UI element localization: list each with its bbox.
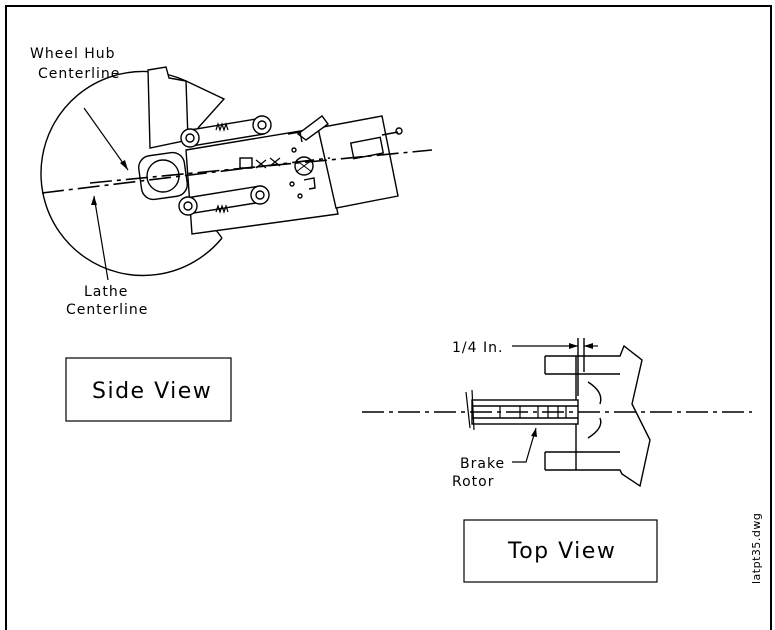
lathe-label-1: Lathe [84,284,128,300]
motor-box [317,115,399,209]
drawing-id-label: latpt35.dwg [750,513,763,584]
brake-label-2: Rotor [452,474,494,490]
top-view-illustration [465,338,651,488]
lathe-centerline [41,157,331,194]
lathe-label-2: Centerline [66,302,148,318]
side-view-label: Side View [92,379,212,404]
brake-label-1: Brake [460,456,505,472]
drawing-border [5,5,772,630]
top-view-box [463,519,658,583]
wheel-hub-label-1: Wheel Hub [30,46,116,62]
wheel-hub-leader [83,107,129,171]
lathe-leader [93,195,109,281]
wheel-hub-label-2: Centerline [38,66,120,82]
hub-arm [147,66,189,149]
top-view-label: Top View [507,539,616,564]
side-view-illustration [40,66,403,277]
brake-rotor-leader [512,427,537,463]
side-view-box [65,357,232,422]
quarter-inch-label: 1/4 In. [452,340,503,356]
wheel-outline [40,70,223,277]
